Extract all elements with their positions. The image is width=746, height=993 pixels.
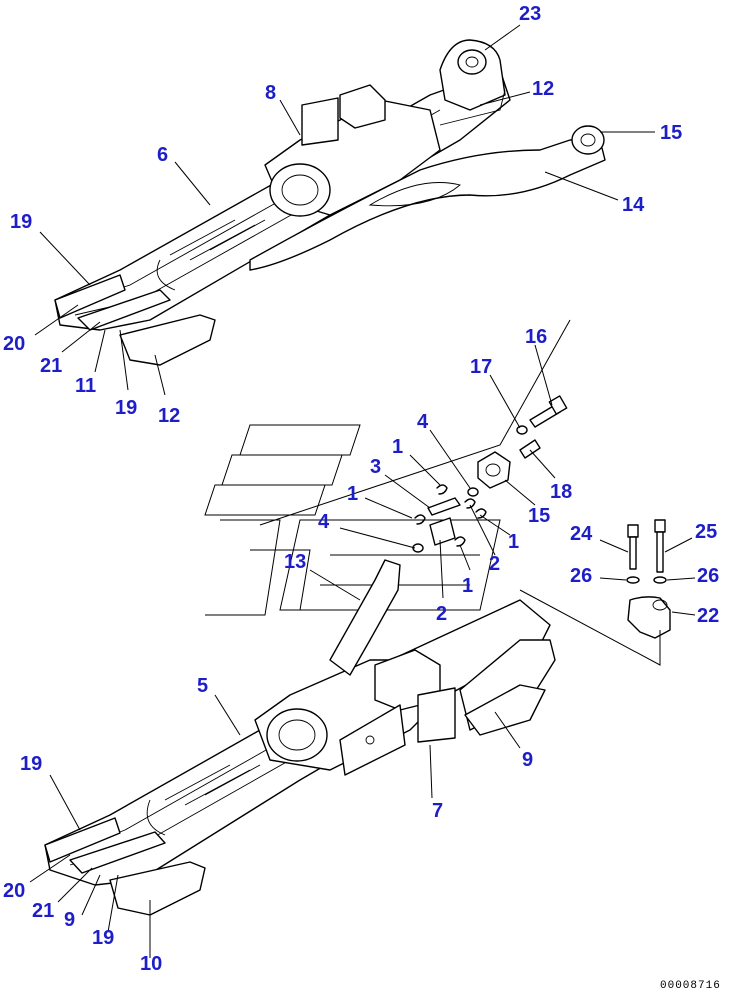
upper-track-frame xyxy=(54,39,606,366)
callout-11[interactable]: 11 xyxy=(75,375,96,397)
callout-7[interactable]: 7 xyxy=(432,800,443,822)
brand-watermark xyxy=(204,319,571,616)
diagram-code: 00008716 xyxy=(660,980,721,992)
callout-25[interactable]: 25 xyxy=(695,521,717,543)
callout-24[interactable]: 24 xyxy=(570,523,593,545)
callout-14[interactable]: 14 xyxy=(622,194,645,216)
callout-5[interactable]: 5 xyxy=(197,675,208,697)
callout-21[interactable]: 21 xyxy=(40,355,62,377)
callout-19[interactable]: 19 xyxy=(10,211,32,233)
callout-20[interactable]: 20 xyxy=(3,880,25,902)
callout-19[interactable]: 19 xyxy=(20,753,42,775)
callout-12[interactable]: 12 xyxy=(158,405,180,427)
callout-22[interactable]: 22 xyxy=(697,605,719,627)
callout-26[interactable]: 26 xyxy=(697,565,719,587)
callout-2[interactable]: 2 xyxy=(436,603,447,625)
callout-9[interactable]: 9 xyxy=(522,749,533,771)
callout-4[interactable]: 4 xyxy=(318,511,330,533)
callout-26[interactable]: 26 xyxy=(570,565,592,587)
callout-4[interactable]: 4 xyxy=(417,411,429,433)
callout-18[interactable]: 18 xyxy=(550,481,572,503)
middle-small-parts xyxy=(412,395,568,553)
callout-19[interactable]: 19 xyxy=(115,397,137,419)
callout-1[interactable]: 1 xyxy=(462,575,473,597)
callout-2[interactable]: 2 xyxy=(489,553,500,575)
callout-1[interactable]: 1 xyxy=(347,483,358,505)
callout-1[interactable]: 1 xyxy=(392,436,403,458)
callout-17[interactable]: 17 xyxy=(470,356,492,378)
callout-20[interactable]: 20 xyxy=(3,333,25,355)
lower-track-frame xyxy=(44,559,556,916)
callout-1[interactable]: 1 xyxy=(508,531,519,553)
right-small-parts xyxy=(519,519,671,666)
callout-15[interactable]: 15 xyxy=(528,505,550,527)
callout-10[interactable]: 10 xyxy=(140,953,162,975)
callouts-upper: 23 8 12 15 6 14 19 20 21 11 19 12 xyxy=(3,3,682,427)
callout-8[interactable]: 8 xyxy=(265,82,276,104)
callout-9[interactable]: 9 xyxy=(64,909,75,931)
callout-21[interactable]: 21 xyxy=(32,900,54,922)
callout-3[interactable]: 3 xyxy=(370,456,381,478)
callout-13[interactable]: 13 xyxy=(284,551,306,573)
callout-12[interactable]: 12 xyxy=(532,78,554,100)
callout-16[interactable]: 16 xyxy=(525,326,547,348)
callout-15[interactable]: 15 xyxy=(660,122,682,144)
callout-6[interactable]: 6 xyxy=(157,144,168,166)
callouts-right: 24 25 26 26 22 xyxy=(570,521,719,627)
leader-lines xyxy=(29,24,696,958)
callouts-middle: 16 17 4 1 18 3 1 15 4 2 1 13 2 1 2 xyxy=(284,326,572,625)
callout-23[interactable]: 23 xyxy=(519,3,541,25)
callout-19[interactable]: 19 xyxy=(92,927,114,949)
callouts-lower: 5 9 19 7 20 21 9 19 10 xyxy=(3,675,533,975)
